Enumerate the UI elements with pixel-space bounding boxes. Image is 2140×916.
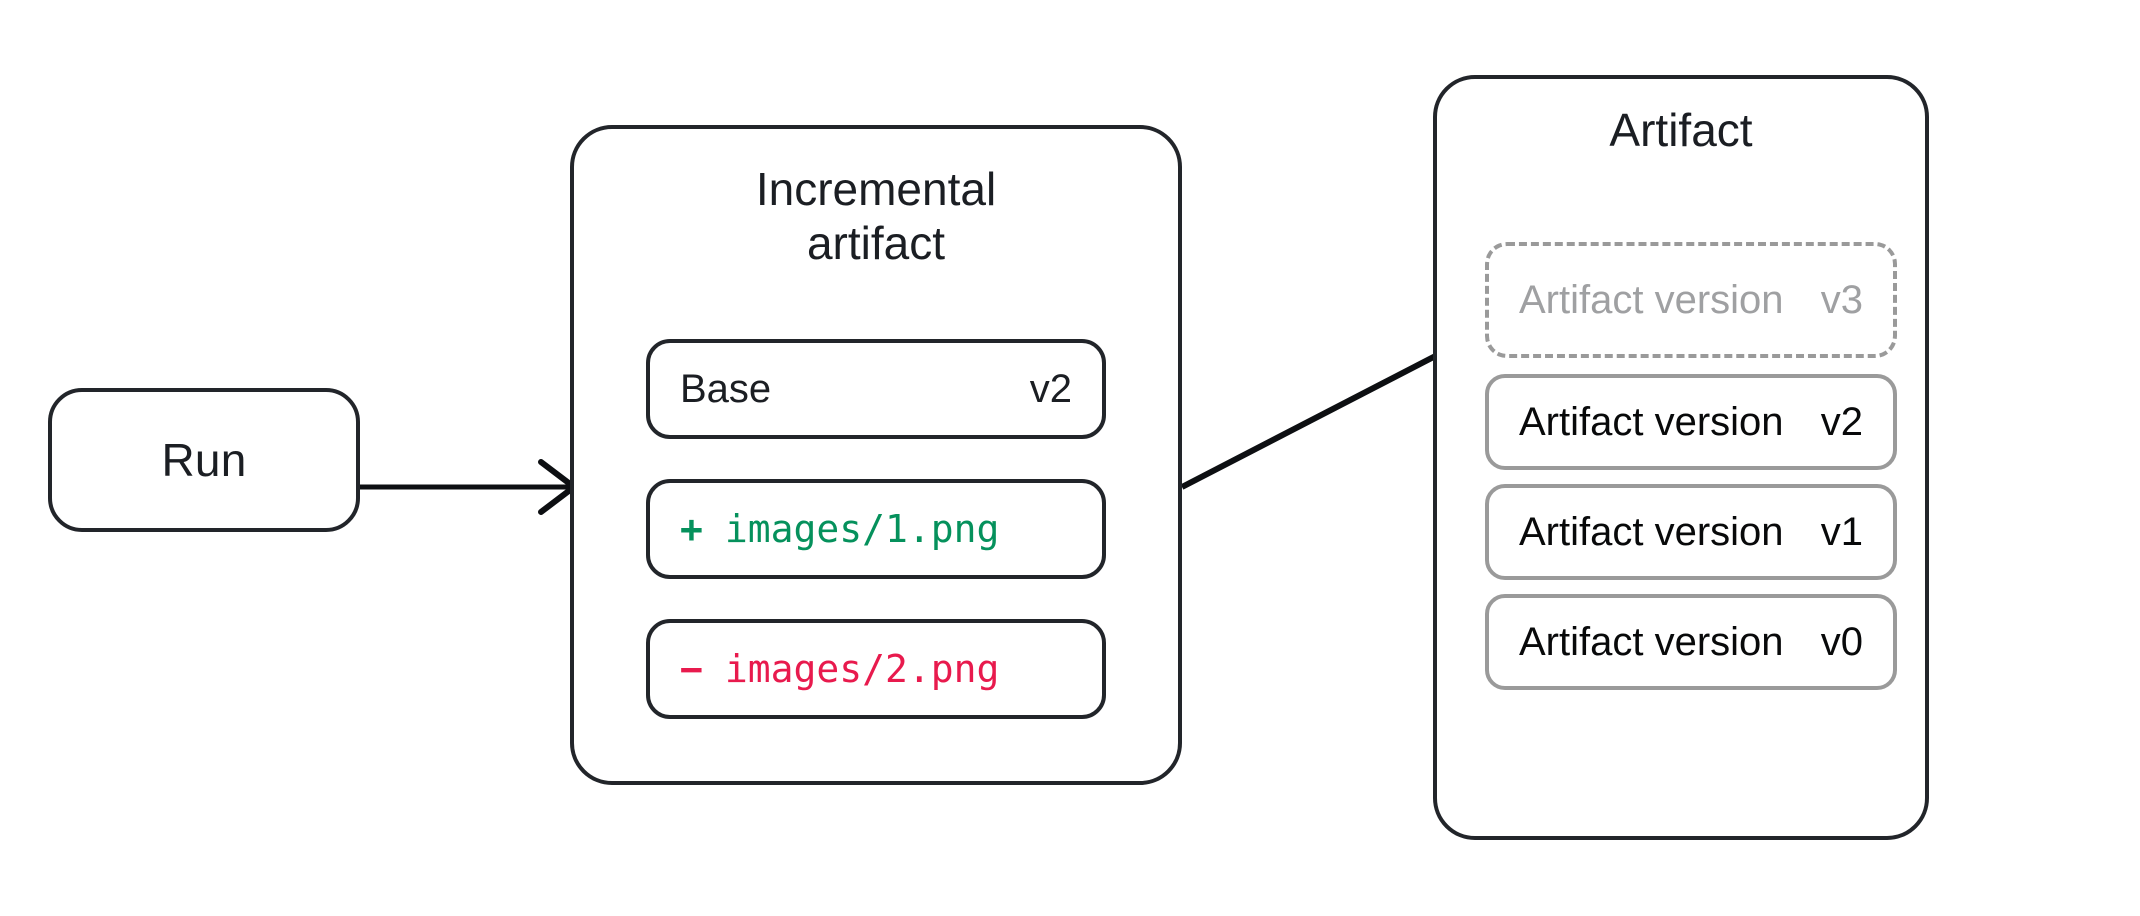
artifact-version-row-v2-name: Artifact version [1519, 399, 1784, 444]
incremental-artifact-panel[interactable]: Incremental artifact Base v2 + images/1.… [570, 125, 1182, 785]
artifact-version-row-v1-version: v1 [1820, 509, 1863, 554]
artifact-version-row-v3-name: Artifact version [1519, 277, 1784, 322]
incremental-artifact-title: Incremental artifact [574, 162, 1178, 270]
plus-icon: + [680, 507, 703, 551]
artifact-version-row-v1-name: Artifact version [1519, 509, 1784, 554]
incremental-row-added[interactable]: + images/1.png [646, 479, 1106, 579]
artifact-version-row-v0[interactable]: Artifact version v0 [1485, 594, 1897, 690]
artifact-version-row-v0-name: Artifact version [1519, 619, 1784, 664]
minus-icon: − [680, 647, 703, 691]
incremental-row-base-name: Base [680, 366, 772, 411]
artifact-version-row-v2[interactable]: Artifact version v2 [1485, 374, 1897, 470]
incremental-row-base[interactable]: Base v2 [646, 339, 1106, 439]
incremental-artifact-title-line1: Incremental [755, 163, 997, 215]
incremental-row-removed[interactable]: − images/2.png [646, 619, 1106, 719]
incremental-artifact-title-line2: artifact [806, 217, 946, 269]
arrow-run-to-incremental [360, 459, 579, 515]
artifact-title: Artifact [1609, 104, 1753, 156]
artifact-version-row-v2-version: v2 [1820, 399, 1863, 444]
run-node[interactable]: Run [48, 388, 360, 532]
artifact-version-list: Artifact version v3 Artifact version v2 … [1485, 242, 1897, 690]
run-node-label: Run [161, 434, 247, 486]
artifact-version-row-v0-version: v0 [1820, 619, 1863, 664]
incremental-row-added-path: images/1.png [724, 507, 1000, 551]
incremental-row-base-version: v2 [1029, 366, 1072, 411]
artifact-panel[interactable]: Artifact Artifact version v3 Artifact ve… [1433, 75, 1929, 840]
artifact-version-row-v1[interactable]: Artifact version v1 [1485, 484, 1897, 580]
incremental-row-removed-path: images/2.png [724, 647, 1000, 691]
incremental-artifact-row-list: Base v2 + images/1.png − images/2.png [646, 339, 1106, 719]
artifact-version-row-v3-version: v3 [1820, 277, 1863, 322]
artifact-version-row-v3[interactable]: Artifact version v3 [1485, 242, 1897, 358]
